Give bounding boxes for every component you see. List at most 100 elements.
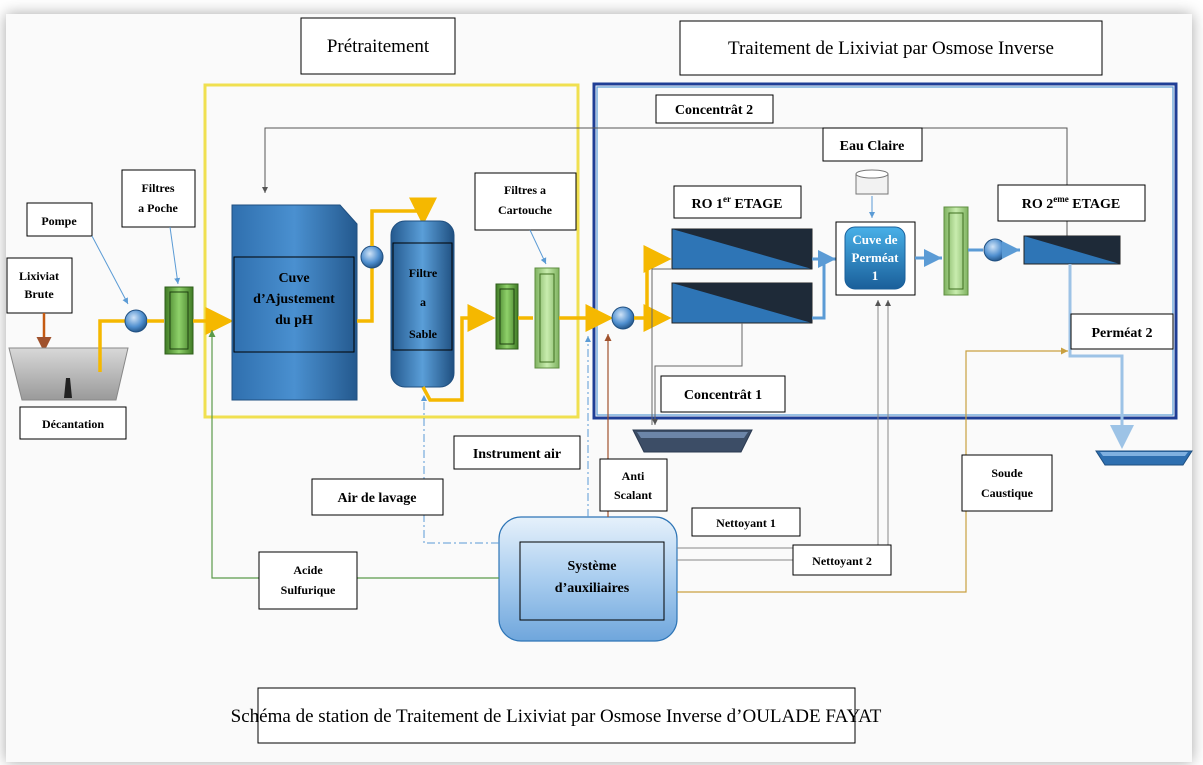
pretreatment-title-box: [300, 17, 456, 75]
pump-3: [611, 306, 635, 330]
permeat-2-box: [1070, 313, 1174, 350]
nettoyant-2-box: [792, 544, 892, 576]
air-lavage-box: [311, 478, 444, 516]
soude-label-1: Soude: [991, 466, 1023, 480]
cartridge-filter-1-inner: [499, 288, 515, 345]
acide-box: [258, 551, 358, 610]
ro2-cartridge-filter: [943, 206, 969, 296]
concentrat-1-box: [660, 375, 786, 413]
ro2-module-membrane: [1024, 236, 1120, 264]
concentrat-1-label: Concentrât 1: [684, 388, 762, 403]
pretreatment-frame: [203, 83, 580, 419]
ro1-title: RO 1er ETAGE: [692, 194, 783, 212]
decantation-sludge: [64, 378, 72, 398]
pump-1: [124, 309, 148, 333]
concentrat-2-box: [655, 94, 774, 124]
filtres-poche-label-2: a Poche: [138, 201, 178, 215]
ro1-module-b-membrane: [672, 283, 812, 323]
auxiliaires-system: [498, 516, 678, 642]
cartridge-filter-2-inner: [539, 273, 555, 363]
pompe-pointer: [91, 235, 129, 305]
filtres-cartouche-label-1: Filtres a: [504, 183, 546, 197]
flow-decant-to-pump: [98, 319, 134, 372]
air-lavage-line: [421, 395, 499, 544]
decantation-box: [19, 406, 127, 440]
filtres-cartouche-pointer: [529, 229, 547, 265]
acide-label-1: Acide: [293, 563, 323, 577]
sand-filter-label-2: a: [420, 295, 426, 309]
air-lavage-label: Air de lavage: [337, 491, 416, 506]
soude-label-2: Caustique: [981, 486, 1034, 500]
filtres-cartouche-label-2: Cartouche: [498, 203, 553, 217]
sand-filter-label-box: [392, 242, 453, 351]
caption-box: [257, 687, 856, 744]
eau-claire-box: [822, 127, 923, 162]
cuve-permeat-tank: [844, 226, 906, 290]
permeat-2-label: Perméat 2: [1091, 326, 1152, 341]
ro2-title-box: [997, 184, 1146, 222]
flow-to-ro1-a: [634, 245, 672, 320]
cartridge-filter-1: [495, 283, 519, 350]
ro-frame: [592, 82, 1178, 420]
soude-box: [961, 454, 1053, 512]
cuve-permeat-label-3: 1: [872, 268, 879, 283]
cuve-ph-label-3: du pH: [275, 313, 313, 328]
permeat-2-basin-top: [1100, 452, 1188, 456]
ro-title: Traitement de Lixiviat par Osmose Invers…: [728, 38, 1054, 59]
eau-claire-tank-top: [855, 169, 889, 179]
sand-filter-vessel: [390, 220, 455, 388]
cuve-ph-label-2: d’Ajustement: [253, 292, 335, 307]
ro-title-box: [679, 20, 1103, 76]
flow-sand-to-cartridge: [421, 304, 496, 402]
nettoyant-1-label: Nettoyant 1: [716, 516, 776, 530]
filtres-cartouche-box: [474, 172, 577, 231]
ro1-b-permeate: [812, 262, 826, 320]
filtres-poche-pointer: [169, 226, 181, 285]
decantation-label: Décantation: [42, 417, 104, 431]
ro1-module-a-membrane: [672, 229, 812, 269]
concentrat-1-line-2: [651, 268, 672, 425]
cuve-ph-tank: [231, 204, 358, 401]
caption-text: Schéma de station de Traitement de Lixiv…: [231, 706, 882, 727]
permeat-2-line: [1068, 264, 1134, 449]
ro1-title-box: [673, 185, 802, 219]
cuve-ph-label-box: [233, 256, 355, 353]
auxiliaires-label-2: d’auxiliaires: [555, 581, 630, 596]
cuve-permeat-label-2: Perméat: [852, 250, 900, 265]
pompe-label: Pompe: [41, 214, 77, 228]
lixiviat-brute-box: [6, 257, 73, 314]
anti-scalant-label-1: Anti: [622, 469, 645, 483]
acide-label-2: Sulfurique: [281, 583, 336, 597]
eau-claire-label: Eau Claire: [840, 139, 905, 154]
cartridge-filter-2: [534, 267, 560, 369]
filtres-poche-label-1: Filtres: [141, 181, 174, 195]
acide-line: [208, 330, 499, 579]
cuve-ph-label-1: Cuve: [278, 271, 309, 286]
auxiliaires-label-box: [519, 541, 665, 621]
instrument-air-label: Instrument air: [473, 447, 561, 462]
lixiviat-label-2: Brute: [24, 287, 54, 301]
anti-scalant-label-2: Scalant: [614, 488, 652, 502]
pompe-box: [26, 202, 93, 237]
concentrat-2-label: Concentrât 2: [675, 103, 753, 118]
lixiviat-label-1: Lixiviat: [19, 269, 59, 283]
pump-4: [983, 238, 1007, 262]
concentrat-2-line: [262, 127, 1068, 238]
auxiliaires-label-1: Système: [568, 559, 617, 574]
anti-scalant-box: [599, 458, 668, 512]
ro-frame-inner: [596, 86, 1174, 416]
instrument-air-box: [453, 435, 581, 470]
nettoyant-1-box: [691, 507, 801, 537]
sand-filter-label-3: Sable: [409, 327, 438, 341]
ro2-cartridge-filter-inner: [948, 212, 964, 290]
bag-filter-inner: [169, 291, 189, 350]
flow-cuve-up: [357, 268, 374, 323]
filtres-poche-box: [121, 169, 196, 228]
concentrat-1-line: [652, 323, 743, 425]
cuve-permeat-label-1: Cuve de: [852, 232, 897, 247]
ro2-title: RO 2eme ETAGE: [1022, 194, 1120, 212]
bag-filter: [164, 286, 194, 355]
nettoyant-2-label: Nettoyant 2: [812, 554, 872, 568]
pump-2: [360, 245, 384, 269]
